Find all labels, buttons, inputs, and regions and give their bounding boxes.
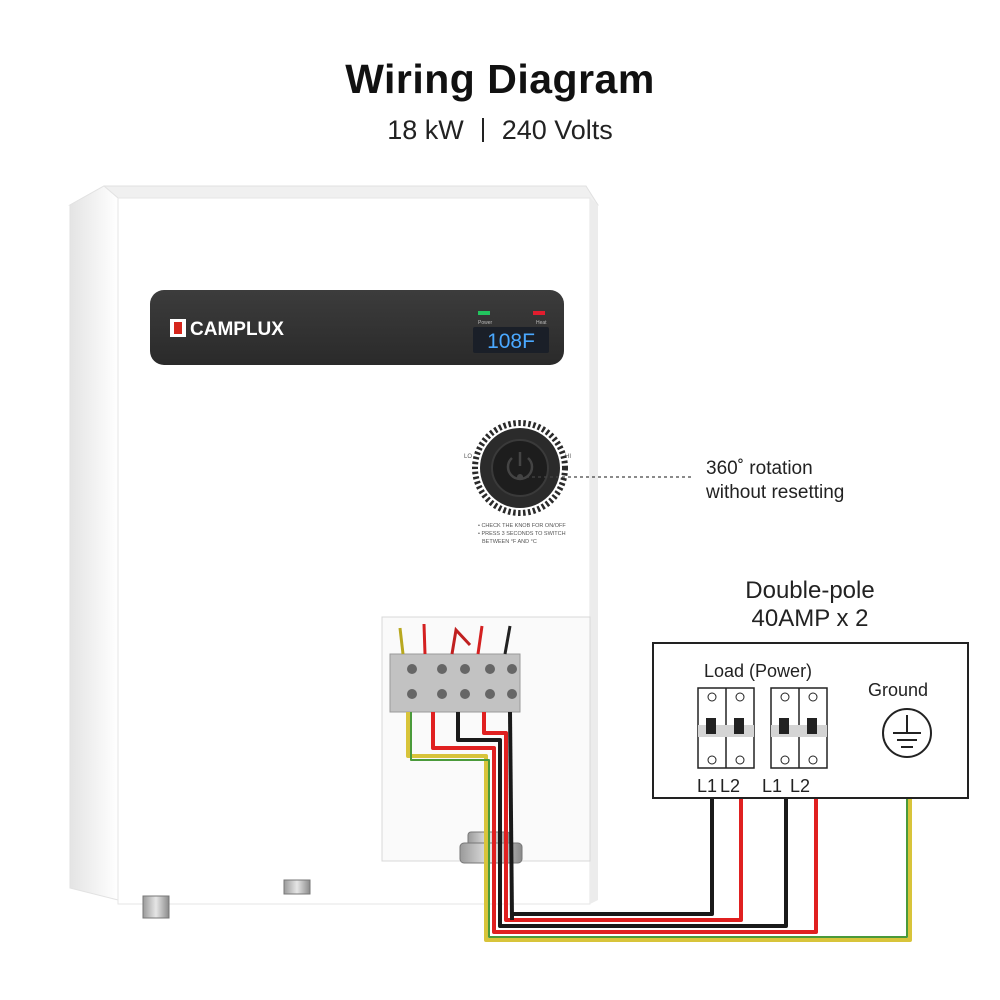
- camplux-logo-icon: [170, 319, 186, 337]
- power-indicator-label: Power: [478, 320, 493, 326]
- breaker-title-line2: 40AMP x 2: [751, 605, 869, 632]
- line-wire-red-1: [431, 712, 818, 934]
- knob-label-low: LO: [464, 454, 472, 460]
- diagram-title: Wiring Diagram: [345, 56, 655, 102]
- terminal-screw-icon: [407, 664, 517, 699]
- callout-line-2: without resetting: [706, 482, 845, 503]
- spec-power: 18 kW: [387, 115, 464, 145]
- breaker-switch-icon[interactable]: [697, 687, 755, 769]
- ground-label: Ground: [868, 680, 929, 700]
- terminal-label-2: L2: [720, 776, 740, 796]
- control-panel: [150, 290, 564, 365]
- heater-left-side: [69, 185, 119, 901]
- subtitle-divider: [481, 118, 484, 142]
- knob-label-high: HI: [565, 454, 571, 460]
- line-wire-red-2: [482, 712, 743, 922]
- water-heater-unit: CAMPLUX Power Heat 108F LO HI • CHECK TH…: [68, 185, 599, 919]
- knob-instruction-2: • PRESS 3 SECONDS TO SWITCH: [478, 531, 566, 537]
- callout-line-1: 360˚ rotation: [706, 458, 813, 479]
- spec-voltage: 240 Volts: [501, 115, 613, 145]
- brand-logo-text: CAMPLUX: [190, 319, 284, 340]
- line-wire-black-2: [508, 711, 514, 921]
- ground-symbol-icon: [882, 708, 932, 758]
- ground-wire-yellow: [406, 712, 912, 942]
- load-power-label: Load (Power): [704, 661, 813, 681]
- internal-wires: [398, 623, 512, 655]
- knob-callout-dot: [517, 474, 523, 480]
- diagram-subtitle: 18 kW 240 Volts: [0, 115, 1000, 146]
- terminal-label-1: L1: [697, 776, 717, 796]
- heat-indicator-light: [533, 311, 545, 315]
- terminal-label-4: L2: [790, 776, 810, 796]
- field-wiring: [406, 711, 912, 942]
- temperature-display: [473, 327, 549, 353]
- terminal-label-3: L1: [762, 776, 782, 796]
- breaker-switch-icon[interactable]: [770, 687, 828, 769]
- power-indicator-light: [478, 311, 490, 315]
- line-wire-black-2-run: [512, 770, 714, 916]
- knob-instruction-1: • CHECK THE KNOB FOR ON/OFF: [478, 523, 566, 529]
- knob-icon[interactable]: [472, 420, 568, 516]
- heater-right-edge: [590, 198, 598, 904]
- line-wire-black-1: [456, 712, 788, 928]
- ground-wire-green: [410, 712, 908, 938]
- terminal-block-base: [389, 653, 521, 713]
- temperature-display-value: 108F: [487, 330, 535, 353]
- breaker-title-line1: Double-pole: [745, 577, 875, 604]
- heat-indicator-label: Heat: [536, 320, 547, 326]
- knob-callout-text: 360˚ rotation without resetting: [706, 457, 844, 505]
- water-pipe-fittings: [142, 879, 311, 919]
- knob-instruction-3: BETWEEN °F AND °C: [482, 539, 537, 545]
- breaker-spec-title: Double-pole 40AMP x 2: [700, 577, 920, 633]
